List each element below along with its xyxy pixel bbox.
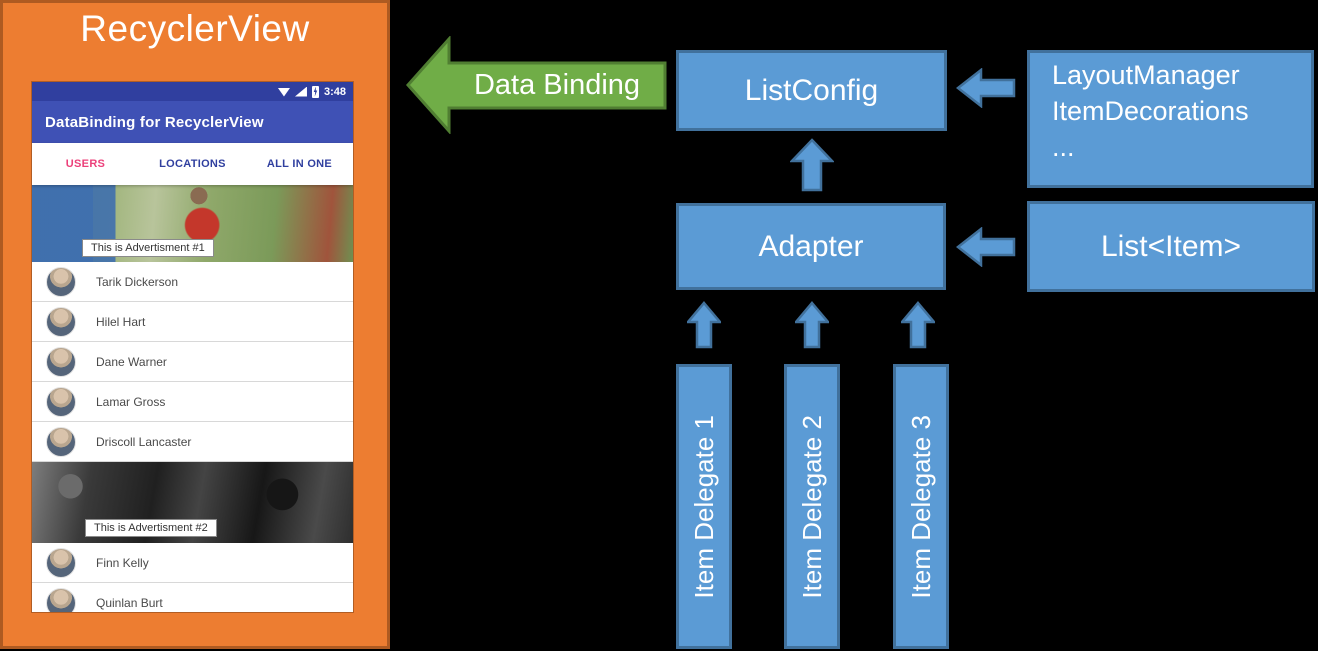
user-name: Lamar Gross: [96, 394, 166, 409]
avatar: [46, 547, 76, 578]
list-item-user[interactable]: Driscoll Lancaster: [32, 422, 353, 462]
up-arrow-icon: [789, 138, 835, 192]
left-arrow-icon: [955, 226, 1016, 268]
status-time: 3:48: [323, 85, 346, 98]
app-bar: DataBinding for RecyclerView: [32, 101, 353, 143]
box-adapter: Adapter: [676, 203, 946, 290]
arrow-delegate2-to-adapter: [793, 301, 831, 354]
user-name: Driscoll Lancaster: [96, 434, 192, 449]
up-arrow-icon: [685, 301, 723, 349]
list-item-user[interactable]: Finn Kelly: [32, 543, 353, 583]
list-item-user[interactable]: Dane Warner: [32, 342, 353, 382]
user-name: Dane Warner: [96, 354, 167, 369]
item-delegate-1-label: Item Delegate 1: [688, 414, 719, 599]
battery-icon: [311, 85, 319, 98]
layout-manager-line: LayoutManager: [1052, 60, 1240, 90]
box-list-item-label: List<Item>: [1100, 229, 1242, 263]
tab-users[interactable]: USERS: [65, 158, 106, 170]
user-name: Hilel Hart: [96, 314, 146, 329]
up-arrow-icon: [899, 301, 937, 349]
arrow-listitem-to-adapter: [955, 226, 1016, 272]
status-bar: 3:48: [32, 82, 353, 101]
user-name: Quinlan Burt: [96, 595, 163, 610]
user-name: Finn Kelly: [96, 555, 149, 570]
arrow-layoutmanager-to-listconfig: [955, 67, 1016, 113]
ad-label-1: This is Advertisment #1: [82, 239, 214, 257]
item-delegate-3-label: Item Delegate 3: [905, 414, 936, 599]
data-binding-arrow: Data Binding: [405, 35, 667, 135]
ad-label-2: This is Advertisment #2: [85, 519, 217, 537]
avatar: [46, 306, 76, 337]
list-item-user[interactable]: Tarik Dickerson: [32, 262, 353, 302]
wifi-icon: [277, 88, 290, 97]
box-item-delegate-3: Item Delegate 3: [893, 364, 949, 649]
box-layout-manager: LayoutManager ItemDecorations ...: [1027, 50, 1314, 188]
ad-banner-1[interactable]: This is Advertisment #1: [32, 185, 353, 262]
left-arrow-icon: [955, 67, 1016, 109]
list-item-user[interactable]: Lamar Gross: [32, 382, 353, 422]
signal-icon: [294, 86, 307, 97]
tab-bar: USERS LOCATIONS ALL IN ONE: [32, 143, 353, 185]
app-bar-title: DataBinding for RecyclerView: [45, 113, 264, 131]
arrow-adapter-to-listconfig: [789, 138, 835, 197]
tab-all-in-one[interactable]: ALL IN ONE: [266, 158, 333, 170]
box-list-item: List<Item>: [1027, 201, 1315, 292]
box-list-config-label: ListConfig: [744, 73, 879, 107]
avatar: [46, 346, 76, 377]
ad-banner-2[interactable]: This is Advertisment #2: [32, 462, 353, 543]
avatar: [46, 587, 76, 612]
tab-locations[interactable]: LOCATIONS: [159, 158, 226, 170]
list-item-user[interactable]: Hilel Hart: [32, 302, 353, 342]
user-name: Tarik Dickerson: [96, 274, 179, 289]
item-delegate-2-label: Item Delegate 2: [796, 414, 827, 599]
box-item-delegate-2: Item Delegate 2: [784, 364, 840, 649]
box-adapter-label: Adapter: [758, 229, 864, 263]
item-decorations-line: ItemDecorations: [1052, 96, 1249, 126]
up-arrow-icon: [793, 301, 831, 349]
left-arrow-icon: [405, 35, 667, 135]
data-binding-label: Data Binding: [473, 69, 641, 101]
phone-screenshot: 3:48 DataBinding for RecyclerView USERS …: [32, 82, 353, 612]
arrow-delegate1-to-adapter: [685, 301, 723, 354]
avatar: [46, 386, 76, 417]
avatar: [46, 266, 76, 297]
avatar: [46, 426, 76, 457]
ellipsis-line: ...: [1052, 132, 1075, 162]
list-item-user[interactable]: Quinlan Burt: [32, 583, 353, 612]
box-list-config: ListConfig: [676, 50, 947, 131]
panel-title: RecyclerView: [80, 8, 310, 49]
box-item-delegate-1: Item Delegate 1: [676, 364, 732, 649]
arrow-delegate3-to-adapter: [899, 301, 937, 354]
